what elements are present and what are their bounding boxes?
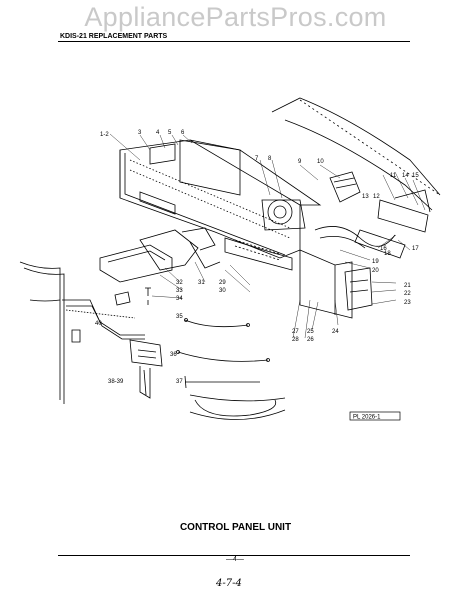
callout-15: 15: [412, 173, 419, 179]
callout-40: 40: [95, 321, 102, 327]
callout-20: 20: [372, 268, 379, 274]
callout-22: 22: [404, 291, 411, 297]
wire-coil: [194, 399, 277, 417]
timer-motor: [267, 199, 293, 225]
backing-plate: [179, 139, 241, 196]
knob-bracket: [139, 229, 199, 271]
callout-29: 29: [219, 280, 226, 286]
power-cord: [19, 261, 61, 400]
wire-harness: [314, 226, 396, 247]
callout-35: 35: [176, 314, 183, 320]
callout-26: 26: [307, 337, 314, 343]
part-ref-label: PL 2026-1: [353, 415, 381, 421]
callout-9: 9: [298, 159, 302, 165]
switch-terminal: [139, 366, 151, 399]
callout-17: 17: [412, 246, 419, 252]
knob-housing: [99, 244, 173, 283]
callout-25: 25: [307, 329, 314, 335]
side-bracket: [344, 267, 373, 311]
transformer: [329, 171, 361, 203]
callout-11: 11: [390, 173, 397, 179]
callout-36: 36: [170, 352, 177, 358]
door-switch: [129, 339, 163, 367]
callout-10: 10: [317, 159, 324, 165]
callout-7: 7: [255, 156, 259, 162]
wire-38: [189, 394, 286, 402]
callout-3: 3: [138, 130, 142, 136]
control-panel-housing: [119, 139, 301, 259]
callout-4: 4: [156, 130, 160, 136]
mounting-bracket: [377, 199, 429, 233]
diagram-caption: CONTROL PANEL UNIT: [179, 522, 292, 533]
header-rule: [58, 41, 410, 42]
callout-31: 31: [198, 280, 205, 286]
callout-24: 24: [332, 329, 339, 335]
callout-30: 30: [219, 288, 226, 294]
wire-36: [184, 319, 249, 328]
side-end-cap: [299, 249, 353, 319]
callout-33: 33: [176, 288, 183, 294]
handwritten-note: 4-7-4: [216, 578, 242, 589]
page-number: —4—: [226, 556, 244, 563]
footer-rule: [58, 555, 410, 556]
callout-23: 23: [404, 300, 411, 306]
callout-18: 18: [384, 251, 391, 257]
watermark: AppliancePartsPros.com: [84, 2, 387, 32]
connector-block: [114, 291, 131, 306]
callout-27: 27: [292, 329, 299, 335]
display-window: [224, 237, 293, 271]
callout-28: 28: [292, 337, 299, 343]
part-ref-box: [349, 411, 401, 421]
callout-12: 12: [373, 194, 380, 200]
panel-logo-plate: [139, 191, 176, 215]
callout-16: 16: [380, 246, 387, 252]
callout-21: 21: [404, 283, 411, 289]
callout-8: 8: [268, 156, 272, 162]
callout-1-2: 1-2: [100, 132, 109, 138]
callout-37: 37: [176, 379, 183, 385]
callout-19: 19: [372, 259, 379, 265]
callout-5: 5: [168, 130, 172, 136]
page-header: KDIS-21 REPLACEMENT PARTS: [60, 33, 168, 40]
callout-32: 32: [176, 280, 183, 286]
callout-6: 6: [181, 130, 185, 136]
screw: [145, 287, 151, 296]
wire-36b: [177, 351, 269, 362]
callout-13: 13: [362, 194, 369, 200]
countertop-outline: [271, 97, 441, 211]
callout-38-39: 38-39: [108, 379, 124, 385]
callout-34: 34: [176, 296, 183, 302]
callout-14: 14: [402, 173, 409, 179]
countertop-hatch: [299, 99, 441, 196]
